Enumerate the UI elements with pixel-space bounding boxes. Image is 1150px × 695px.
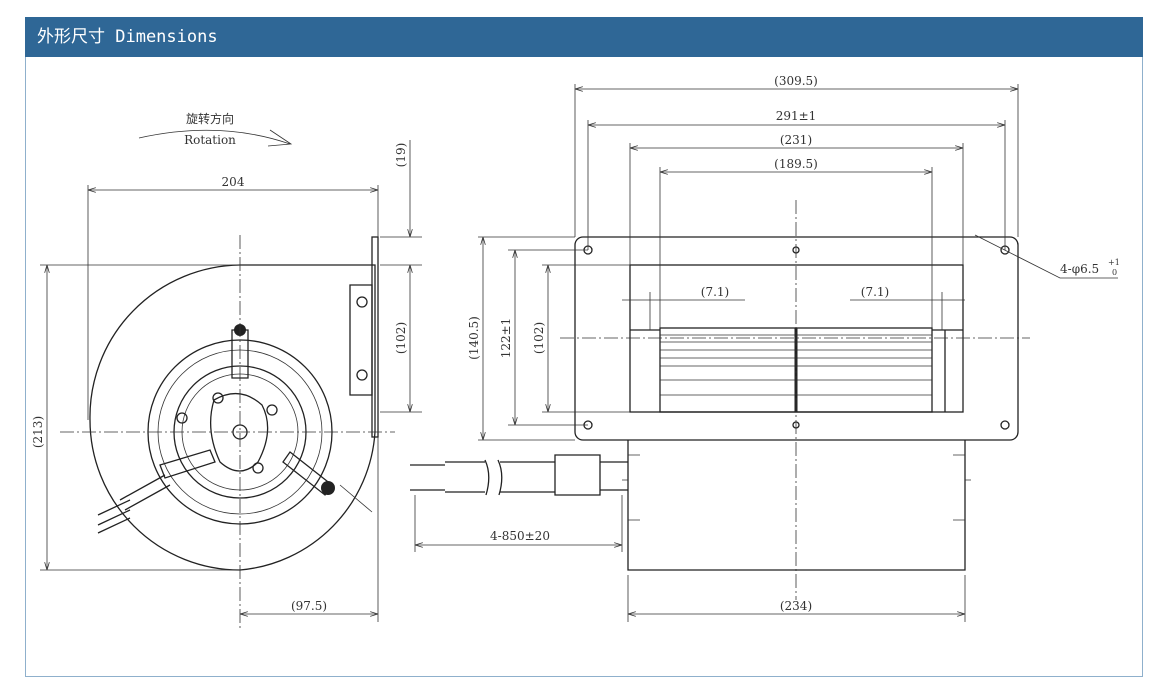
dim-cable: 4-850±20	[490, 529, 550, 543]
dim-gap-left: (7.1)	[701, 285, 729, 299]
motor-body	[627, 440, 966, 571]
dim-opening-width: (231)	[780, 133, 812, 147]
dim-overall-length: (309.5)	[774, 74, 818, 88]
rotation-arrow	[138, 129, 293, 147]
dim-body-length: (234)	[780, 599, 812, 613]
dim-opening-height: (102)	[532, 322, 546, 354]
dim-height: (213)	[31, 416, 45, 448]
dim-hole-spacing-vertical: 122±1	[499, 318, 513, 359]
dim-hole-spacing: 291±1	[776, 109, 817, 123]
cable	[410, 454, 628, 496]
dim-outlet-offset: (97.5)	[291, 599, 327, 613]
scroll-housing	[89, 264, 376, 571]
dim-wheel-width: (189.5)	[774, 157, 818, 171]
dim-flange-height: (102)	[394, 322, 408, 354]
section-header: 外形尺寸 Dimensions	[25, 17, 1143, 57]
dim-width: 204	[222, 175, 245, 189]
dimensions-card	[25, 17, 1143, 677]
side-view: (309.5) 291±1 (231) (189.5) (140.5) 122±…	[410, 74, 1120, 622]
dim-holes-tol-upper: +1	[1108, 258, 1120, 267]
dim-gap-right: (7.1)	[861, 285, 889, 299]
mounting-plate	[574, 236, 1019, 441]
dim-holes-tol-lower: 0	[1112, 268, 1117, 277]
dim-flange-offset: (19)	[394, 143, 408, 168]
front-view: 旋转方向 Rotation 204 (19) (102) (213)	[31, 111, 422, 630]
rotation-label-en: Rotation	[184, 133, 236, 147]
dim-holes: 4-φ6.5	[1060, 262, 1099, 276]
rotation-label-cn: 旋转方向	[186, 111, 234, 126]
dim-overall-height: (140.5)	[467, 316, 481, 360]
